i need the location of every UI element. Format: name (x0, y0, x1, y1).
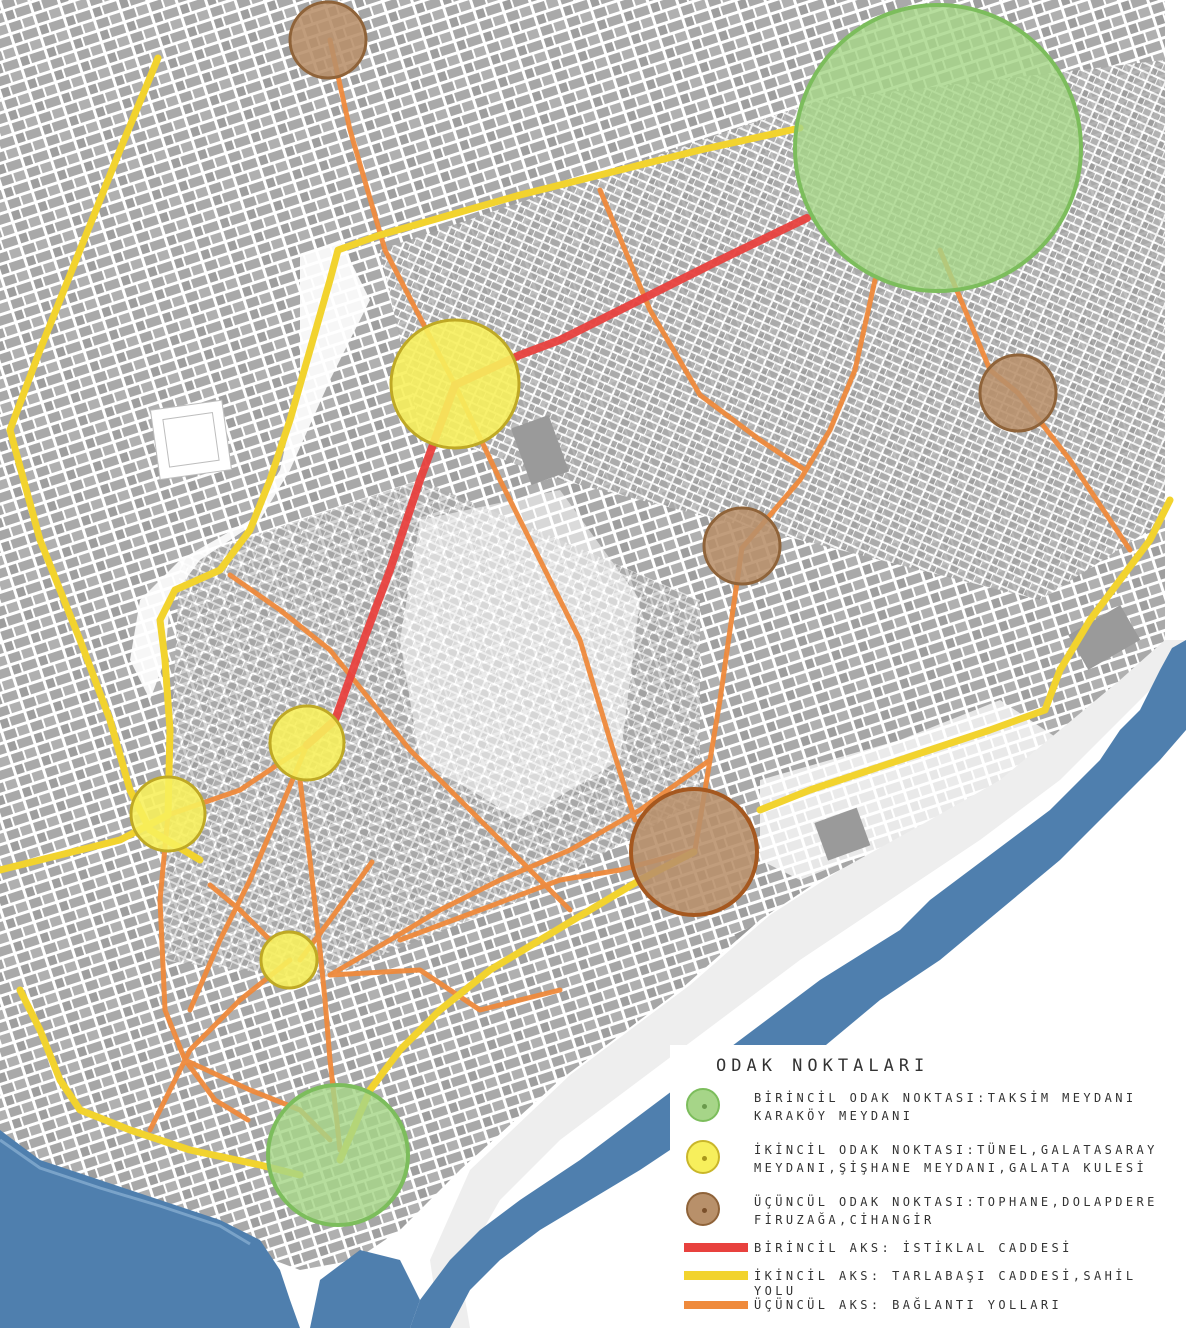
node-tophane[interactable] (629, 787, 759, 917)
legend-text-tertiary-node-1: ÜÇÜNCÜL ODAK NOKTASI:TOPHANE,DOLAPDERE (754, 1195, 1158, 1209)
tertiary-axes (147, 37, 1133, 1153)
node-firuzaga[interactable] (978, 353, 1058, 433)
brown-circle-icon (686, 1192, 720, 1226)
legend-text-tertiary-axis: ÜÇÜNCÜL AKS: BAĞLANTI YOLLARI (754, 1298, 1063, 1312)
legend-text-tertiary-node-2: FİRUZAĞA,CİHANGİR (754, 1213, 935, 1227)
node-tunel-area[interactable] (389, 318, 521, 450)
green-circle-icon (686, 1088, 720, 1122)
node-taksim[interactable] (793, 3, 1083, 293)
yellow-circle-icon (686, 1140, 720, 1174)
legend-text-primary-node-1: BİRİNCİL ODAK NOKTASI:TAKSİM MEYDANI (754, 1091, 1137, 1105)
legend-text-secondary-node-1: İKİNCİL ODAK NOKTASI:TÜNEL,GALATASARAY (754, 1143, 1158, 1157)
tertiary-nodes (288, 0, 1058, 917)
legend-text-secondary-axis-1: İKİNCİL AKS: TARLABAŞI CADDESİ,SAHİL (754, 1269, 1137, 1283)
node-sishane[interactable] (129, 775, 207, 853)
orange-line-icon (684, 1301, 748, 1309)
yellow-line-icon (684, 1271, 748, 1280)
legend-text-secondary-axis-2: YOLU (754, 1284, 797, 1298)
red-line-icon (684, 1243, 748, 1252)
node-karakoy[interactable] (266, 1083, 410, 1227)
water-bosphorus (0, 640, 1186, 1328)
node-galata-kulesi[interactable] (259, 930, 319, 990)
secondary-nodes (129, 318, 521, 990)
legend-text-primary-axis: BİRİNCİL AKS: İSTİKLAL CADDESİ (754, 1241, 1073, 1255)
node-dolapdere[interactable] (702, 506, 782, 586)
node-cihangir[interactable] (288, 0, 368, 80)
legend-backdrop (670, 1045, 1186, 1328)
legend-text-secondary-node-2: MEYDANI,ŞİŞHANE MEYDANI,GALATA KULESİ (754, 1161, 1148, 1175)
node-galatasaray[interactable] (268, 704, 346, 782)
legend-title: ODAK NOKTALARI (716, 1056, 930, 1076)
primary-nodes (266, 3, 1083, 1227)
legend-text-primary-node-2: KARAKÖY MEYDANI (754, 1109, 914, 1123)
legend: ODAK NOKTALARI BİRİNCİL ODAK NOKTASI:TAK… (680, 1050, 1180, 1320)
